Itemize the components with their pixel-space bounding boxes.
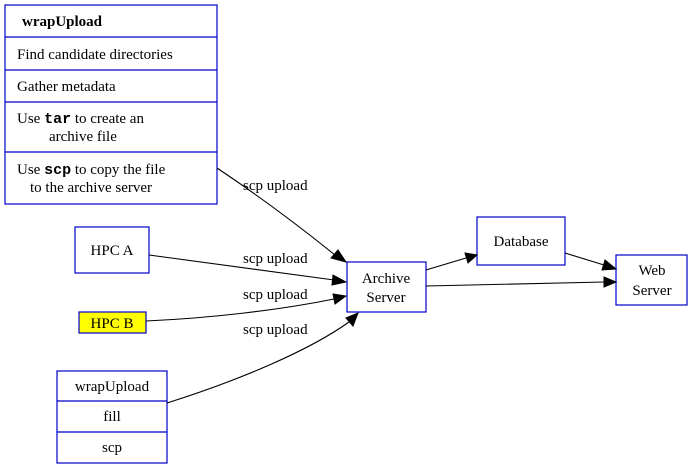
- node-archive-server: Archive Server: [346, 261, 427, 313]
- process-box-title: wrapUpload: [22, 14, 103, 30]
- edge-label-process: scp upload: [243, 178, 308, 194]
- node-hpc-a: HPC A: [74, 226, 150, 274]
- edge-database-to-web: [564, 252, 618, 271]
- process-box: wrapUpload Find candidate directories Ga…: [4, 4, 218, 205]
- database-label: Database: [494, 234, 549, 250]
- process-step-tar: Use tar to create an: [17, 111, 144, 128]
- edge-label-hpcb: scp upload: [243, 287, 308, 303]
- edge-hpcb-to-archive: [145, 293, 348, 322]
- archive-server-line1: Archive: [362, 271, 411, 287]
- process-step-find: Find candidate directories: [17, 47, 173, 63]
- scp-code: scp: [44, 162, 71, 179]
- edge-archive-to-web: [425, 276, 618, 288]
- process-step-metadata: Gather metadata: [17, 79, 116, 95]
- process-step-scp-line2: to the archive server: [30, 180, 152, 196]
- edge-label-hpca: scp upload: [243, 251, 308, 267]
- hpc-a-label: HPC A: [91, 243, 134, 259]
- edge-label-wrap: scp upload: [243, 322, 308, 338]
- archive-server-line2: Server: [366, 290, 405, 306]
- node-hpc-b: HPC B: [78, 311, 147, 334]
- web-server-line2: Server: [632, 283, 671, 299]
- edge-process-to-archive: [216, 167, 348, 263]
- edge-hpca-to-archive: [148, 254, 348, 286]
- process-step-scp: Use scp to copy the file: [17, 162, 166, 179]
- wrap-record-title: wrapUpload: [75, 379, 150, 395]
- tar-code: tar: [44, 111, 71, 128]
- node-wrap-record: wrapUpload fill scp: [56, 370, 168, 464]
- wrap-record-fill: fill: [103, 409, 121, 425]
- edge-archive-to-database: [425, 252, 479, 271]
- node-web-server: Web Server: [615, 254, 688, 306]
- process-step-tar-line2: archive file: [49, 129, 117, 145]
- hpc-b-label: HPC B: [91, 316, 134, 332]
- node-database: Database: [476, 216, 566, 266]
- edge-wrap-to-archive: [166, 312, 359, 404]
- web-server-line1: Web: [638, 263, 665, 279]
- wrap-record-scp: scp: [102, 440, 122, 456]
